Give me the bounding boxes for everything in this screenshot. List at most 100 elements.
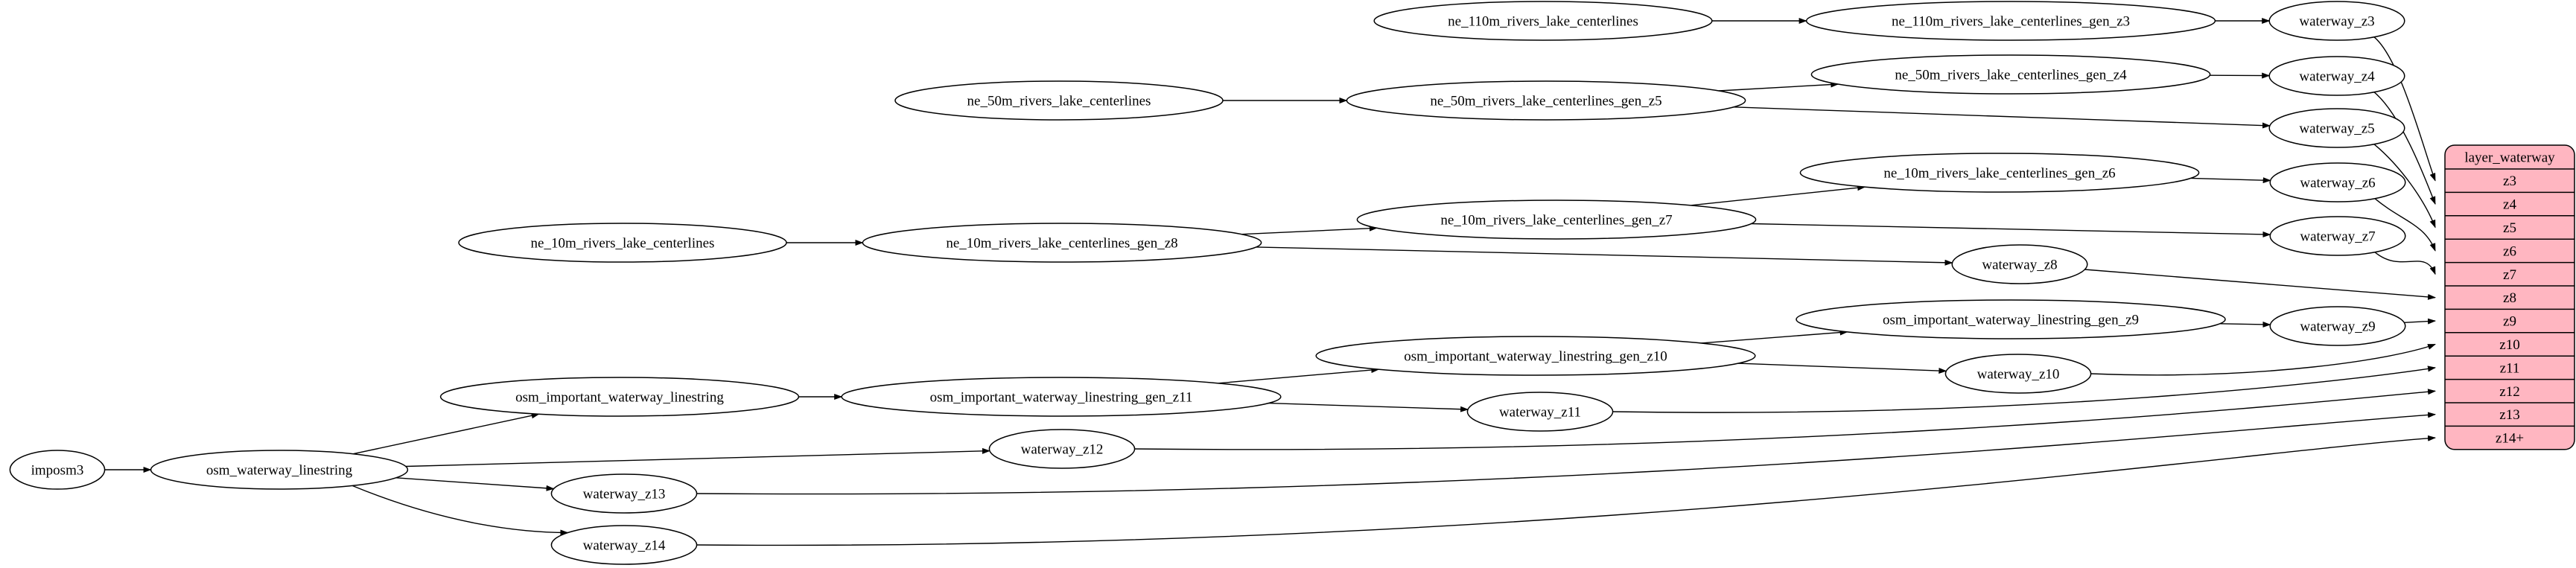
node-waterway_z11: waterway_z11 <box>1466 392 1614 432</box>
edge-osm_waterway_linestring-to-waterway_z12 <box>405 447 990 468</box>
edge-osm_waterway_linestring-to-osm_important_waterway_linestring <box>353 412 540 455</box>
node-ellipse-waterway_z9 <box>2269 306 2406 346</box>
node-osm_important_waterway_linestring_gen_z10: osm_important_waterway_linestring_gen_z1… <box>1315 336 1756 376</box>
table-row-z6: z6 <box>2503 243 2516 259</box>
node-label-osm_important_waterway_linestring_gen_z9: osm_important_waterway_linestring_gen_z9 <box>1883 313 2139 328</box>
node-ne_110m_rivers_lake_centerlines: ne_110m_rivers_lake_centerlines <box>1373 1 1713 41</box>
edge-osm_waterway_linestring-to-waterway_z13 <box>395 477 555 491</box>
table-row-z11: z11 <box>2500 360 2520 376</box>
edge-waterway_z7-to-row-z7 <box>2374 252 2436 275</box>
node-ellipse-ne_10m_rivers_lake_centerlines_gen_z7 <box>1356 200 1757 240</box>
node-ellipse-ne_50m_rivers_lake_centerlines_gen_z5 <box>1346 80 1746 121</box>
edge-waterway_z6-to-row-z6 <box>2374 198 2436 252</box>
table-row-z14+: z14+ <box>2496 431 2524 447</box>
edge-ne_10m_rivers_lake_centerlines_gen_z8-to-ne_10m_rivers_lake_centerlines_gen_z7 <box>1241 225 1378 235</box>
edge-ne_10m_rivers_lake_centerlines_gen_z6-to-waterway_z6 <box>2190 177 2271 184</box>
node-ne_50m_rivers_lake_centerlines_gen_z5: ne_50m_rivers_lake_centerlines_gen_z5 <box>1346 80 1746 121</box>
edge-waterway_z9-to-row-z9 <box>2404 318 2436 325</box>
node-ne_10m_rivers_lake_centerlines_gen_z6: ne_10m_rivers_lake_centerlines_gen_z6 <box>1799 153 2200 193</box>
node-label-waterway_z9: waterway_z9 <box>2300 319 2375 335</box>
node-ellipse-ne_10m_rivers_lake_centerlines_gen_z8 <box>862 223 1262 263</box>
table-row-z7: z7 <box>2503 267 2516 283</box>
node-ne_50m_rivers_lake_centerlines: ne_50m_rivers_lake_centerlines <box>894 80 1224 121</box>
edge-waterway_z11-to-row-z11 <box>1612 366 2436 413</box>
edge-waterway_z10-to-row-z10 <box>2090 343 2436 376</box>
node-label-ne_50m_rivers_lake_centerlines: ne_50m_rivers_lake_centerlines <box>967 94 1151 109</box>
node-ellipse-waterway_z3 <box>2268 1 2405 41</box>
edge-ne_10m_rivers_lake_centerlines_gen_z7-to-waterway_z7 <box>1751 223 2271 237</box>
node-label-waterway_z5: waterway_z5 <box>2299 121 2374 137</box>
node-label-waterway_z14: waterway_z14 <box>583 538 666 554</box>
node-ellipse-ne_110m_rivers_lake_centerlines <box>1373 1 1713 41</box>
node-label-ne_50m_rivers_lake_centerlines_gen_z4: ne_50m_rivers_lake_centerlines_gen_z4 <box>1895 68 2127 83</box>
node-ellipse-waterway_z8 <box>1951 244 2088 284</box>
node-label-ne_110m_rivers_lake_centerlines: ne_110m_rivers_lake_centerlines <box>1448 14 1638 30</box>
node-label-imposm3: imposm3 <box>31 463 84 479</box>
edge-ne_50m_rivers_lake_centerlines_gen_z5-to-ne_50m_rivers_lake_centerlines_gen_z4 <box>1718 81 1839 92</box>
node-ellipse-waterway_z14 <box>550 525 698 565</box>
node-ellipse-osm_waterway_linestring <box>150 450 409 490</box>
node-osm_important_waterway_linestring_gen_z9: osm_important_waterway_linestring_gen_z9 <box>1796 299 2226 339</box>
node-label-osm_important_waterway_linestring_gen_z10: osm_important_waterway_linestring_gen_z1… <box>1404 349 1667 365</box>
table-row-z4: z4 <box>2503 197 2516 213</box>
node-label-waterway_z13: waterway_z13 <box>583 487 666 502</box>
node-ellipse-osm_important_waterway_linestring_gen_z9 <box>1796 299 2226 339</box>
table-row-z8: z8 <box>2503 290 2516 306</box>
node-label-ne_10m_rivers_lake_centerlines_gen_z7: ne_10m_rivers_lake_centerlines_gen_z7 <box>1440 213 1672 229</box>
edge-osm_waterway_linestring-to-waterway_z14 <box>352 485 569 536</box>
node-label-ne_10m_rivers_lake_centerlines_gen_z8: ne_10m_rivers_lake_centerlines_gen_z8 <box>946 236 1177 252</box>
node-waterway_z10: waterway_z10 <box>1944 354 2092 394</box>
node-label-ne_50m_rivers_lake_centerlines_gen_z5: ne_50m_rivers_lake_centerlines_gen_z5 <box>1430 94 1661 109</box>
table-row-z5: z5 <box>2503 220 2516 236</box>
node-osm_important_waterway_linestring: osm_important_waterway_linestring <box>439 377 800 417</box>
edge-waterway_z14-to-row-z14+ <box>696 435 2436 546</box>
node-waterway_z13: waterway_z13 <box>550 473 698 514</box>
node-ne_10m_rivers_lake_centerlines_gen_z7: ne_10m_rivers_lake_centerlines_gen_z7 <box>1356 200 1757 240</box>
edge-osm_important_waterway_linestring_gen_z10-to-waterway_z10 <box>1737 363 1947 374</box>
node-label-waterway_z11: waterway_z11 <box>1499 405 1581 421</box>
node-ellipse-ne_10m_rivers_lake_centerlines_gen_z6 <box>1799 153 2200 193</box>
node-waterway_z8: waterway_z8 <box>1951 244 2088 284</box>
edge-ne_10m_rivers_lake_centerlines_gen_z8-to-waterway_z8 <box>1256 246 1953 266</box>
edge-osm_important_waterway_linestring_gen_z11-to-waterway_z11 <box>1268 402 1469 412</box>
edge-waterway_z13-to-row-z13 <box>696 412 2436 495</box>
table-background <box>2444 144 2575 450</box>
node-waterway_z14: waterway_z14 <box>550 525 698 565</box>
table-row-z12: z12 <box>2499 384 2519 400</box>
node-ellipse-waterway_z6 <box>2269 162 2406 202</box>
edge-waterway_z8-to-row-z8 <box>2084 269 2436 300</box>
node-label-waterway_z10: waterway_z10 <box>1977 367 2060 383</box>
edge-ne_10m_rivers_lake_centerlines_gen_z7-to-ne_10m_rivers_lake_centerlines_gen_z6 <box>1691 185 1866 206</box>
node-label-waterway_z6: waterway_z6 <box>2300 176 2375 191</box>
node-ellipse-imposm3 <box>9 450 106 490</box>
table-row-z3: z3 <box>2503 173 2516 189</box>
edge-waterway_z3-to-row-z3 <box>2373 36 2436 182</box>
node-label-ne_10m_rivers_lake_centerlines_gen_z6: ne_10m_rivers_lake_centerlines_gen_z6 <box>1883 166 2115 182</box>
edge-osm_important_waterway_linestring_gen_z9-to-waterway_z9 <box>2219 321 2271 328</box>
node-label-waterway_z8: waterway_z8 <box>1982 258 2057 273</box>
edge-waterway_z4-to-row-z4 <box>2373 92 2436 205</box>
node-ne_10m_rivers_lake_centerlines: ne_10m_rivers_lake_centerlines <box>458 223 787 263</box>
node-ellipse-ne_50m_rivers_lake_centerlines_gen_z4 <box>1810 54 2211 95</box>
node-label-ne_110m_rivers_lake_centerlines_gen_z3: ne_110m_rivers_lake_centerlines_gen_z3 <box>1892 14 2130 30</box>
node-waterway_z3: waterway_z3 <box>2268 1 2405 41</box>
node-ellipse-osm_important_waterway_linestring <box>439 377 800 417</box>
node-label-ne_10m_rivers_lake_centerlines: ne_10m_rivers_lake_centerlines <box>531 236 715 252</box>
node-waterway_z5: waterway_z5 <box>2268 108 2405 148</box>
node-ellipse-ne_10m_rivers_lake_centerlines <box>458 223 787 263</box>
table-title: layer_waterway <box>2464 150 2555 166</box>
table-row-z13: z13 <box>2499 407 2519 423</box>
table-row-z10: z10 <box>2499 337 2519 353</box>
edge-ne_50m_rivers_lake_centerlines_gen_z5-to-waterway_z5 <box>1733 106 2271 129</box>
node-label-waterway_z4: waterway_z4 <box>2299 69 2375 85</box>
node-ellipse-ne_110m_rivers_lake_centerlines_gen_z3 <box>1805 1 2216 41</box>
node-ne_110m_rivers_lake_centerlines_gen_z3: ne_110m_rivers_lake_centerlines_gen_z3 <box>1805 1 2216 41</box>
node-ellipse-waterway_z4 <box>2268 56 2405 96</box>
node-ellipse-waterway_z7 <box>2269 216 2406 256</box>
node-label-osm_important_waterway_linestring_gen_z11: osm_important_waterway_linestring_gen_z1… <box>930 390 1193 406</box>
edge-osm_important_waterway_linestring_gen_z11-to-osm_important_waterway_linestring_gen_z10 <box>1218 367 1380 384</box>
node-label-waterway_z12: waterway_z12 <box>1021 442 1104 458</box>
node-ellipse-waterway_z10 <box>1944 354 2092 394</box>
node-imposm3: imposm3 <box>9 450 106 490</box>
edge-osm_important_waterway_linestring_gen_z10-to-osm_important_waterway_linestring_gen_z9 <box>1701 329 1848 344</box>
